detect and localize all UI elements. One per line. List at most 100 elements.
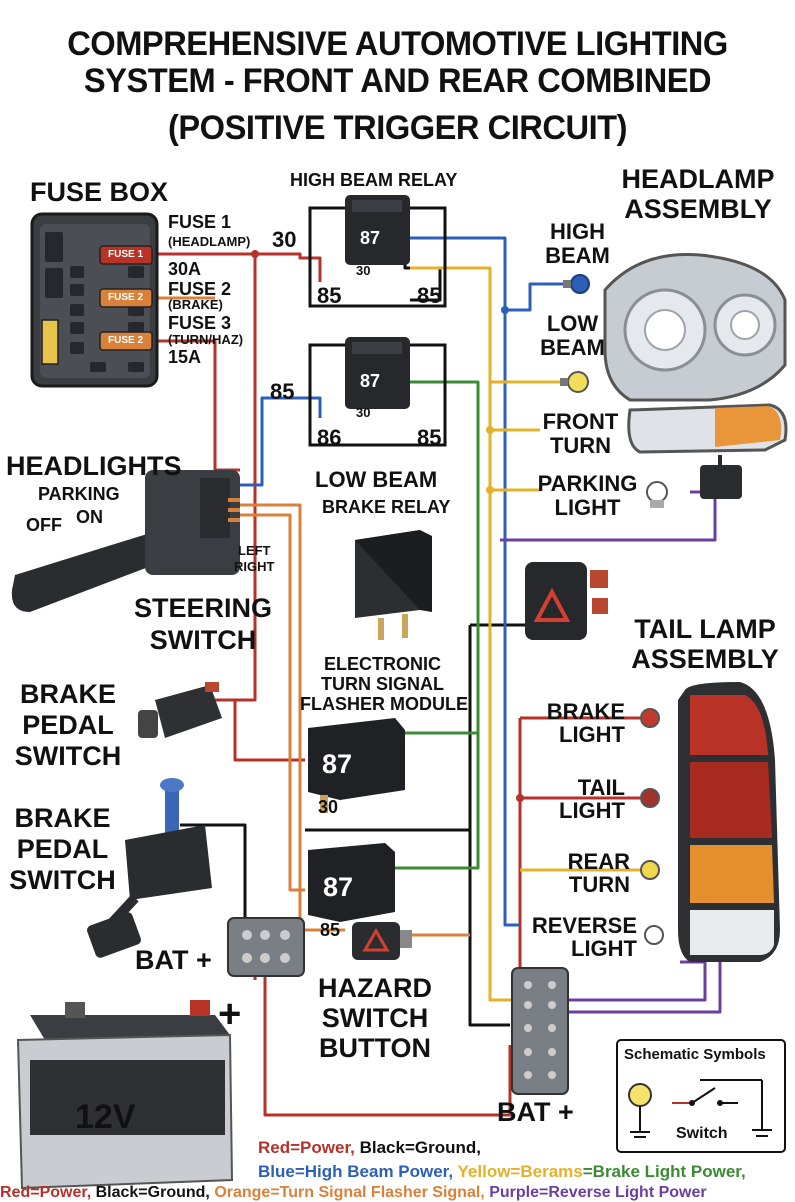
brake-pedal-switch-2-label-1: BRAKE [14, 803, 111, 833]
schematic-symbols-title: Schematic Symbols [624, 1046, 766, 1063]
flasher-pin-30: 30 [318, 797, 339, 817]
legend-line-3: Red=Power, Black=Ground, Orange=Turn Sig… [0, 1184, 795, 1202]
low-beam-label-2: BEAM [540, 335, 605, 360]
wire-yellow-1 [410, 266, 565, 384]
parking-position-label: PARKING [38, 484, 120, 504]
legend-green: =Brake Light Power, [582, 1162, 746, 1181]
flasher-pin-87: 87 [322, 749, 353, 779]
legend-black-2: Black=Ground, [95, 1184, 210, 1201]
title-line-3: (POSITIVE TRIGGER CIRCUIT) [167, 109, 627, 147]
flasher-label-2: TURN SIGNAL [321, 674, 444, 694]
bat-plus-block-right [511, 967, 569, 1095]
brake-relay-body [355, 530, 432, 640]
lower-relay-pin-85: 85 [320, 920, 341, 940]
tail-light-bulb [640, 788, 660, 808]
legend-orange: Orange=Turn Signal Flasher Signal, [214, 1184, 485, 1201]
hb-pin-87: 87 [360, 228, 381, 248]
bat-plus-block-left [227, 917, 305, 977]
junction-dot [501, 306, 509, 314]
battery-plus-sign: + [218, 992, 242, 1036]
fuse-2-name: FUSE 2 [168, 279, 232, 299]
schematic-symbols-box [616, 1039, 786, 1153]
wire-orange-2 [240, 513, 305, 892]
fuse-2-tag: FUSE 2 [108, 292, 144, 303]
wire-ground-2 [180, 823, 247, 930]
bat-plus-left-label: BAT + [135, 945, 212, 975]
lb-pin-85-top: 85 [270, 379, 295, 404]
headlamp-label-2: ASSEMBLY [624, 194, 772, 224]
fuse-3-sub: (TURN/HAZ) [168, 332, 244, 347]
wire-purple-2 [560, 960, 707, 1002]
reverse-light-label-2: LIGHT [571, 936, 637, 961]
reverse-light-bulb [644, 925, 664, 945]
parking-light-label-2: LIGHT [554, 495, 621, 520]
legend-line-2: Blue=High Beam Power, Yellow=Berams=Brak… [258, 1162, 746, 1182]
junction-dot [486, 426, 494, 434]
wire-high-beam-down [503, 310, 520, 927]
front-turn-label-1: FRONT [542, 409, 619, 434]
steering-switch-label-1: STEERING [133, 593, 273, 623]
low-beam-label: LOW BEAM [315, 467, 438, 492]
legend-red: Red=Power, [258, 1138, 355, 1157]
fuse-1-tag: FUSE 1 [108, 249, 144, 260]
bat-plus-right-label: BAT + [497, 1097, 574, 1127]
brake-pedal-switch-1-label-1: BRAKE [19, 679, 116, 709]
high-beam-label-1: HIGH [550, 219, 605, 244]
battery [16, 1000, 234, 1190]
front-turn-label-2: TURN [549, 433, 612, 458]
rear-turn-bulb [640, 860, 660, 880]
tail-lamp-label-1: TAIL LAMP [634, 614, 776, 644]
brake-pedal-switch-2 [87, 778, 212, 958]
parking-light-bulb [646, 481, 668, 508]
wire-orange-1 [240, 503, 345, 932]
wire-yellow-2 [488, 382, 520, 1002]
title-line-2: SYSTEM - FRONT AND REAR COMBINED [83, 62, 712, 100]
hb-pin-30-small: 30 [356, 263, 371, 278]
lower-relay-pin-87: 87 [323, 872, 354, 902]
legend-purple: Purple=Reverse Light Power [489, 1184, 707, 1201]
brake-pedal-switch-1-label-2: PEDAL [22, 710, 114, 740]
brake-pedal-switch-2-label-2: PEDAL [16, 834, 109, 864]
fuse-box-label: FUSE BOX [30, 177, 169, 207]
on-position-label: ON [76, 507, 103, 527]
legend-red-2: Red=Power, [0, 1184, 92, 1201]
flasher-label-3: FLASHER MODULE [300, 694, 468, 714]
hazard-label-2: SWITCH [321, 1003, 429, 1033]
tail-lamp-assembly [678, 682, 780, 962]
brake-light-label-2: LIGHT [559, 722, 625, 747]
wire-power-brake-pedal [215, 698, 305, 762]
hb-pin-85-right: 85 [417, 283, 442, 308]
brake-pedal-switch-2-label-3: SWITCH [9, 865, 116, 895]
wire-ground-3 [468, 625, 510, 1027]
brake-relay-label: BRAKE RELAY [322, 497, 451, 517]
wire-high-beam [410, 236, 565, 312]
hazard-switch-large [525, 562, 608, 640]
legend-black: Black=Ground, [359, 1138, 481, 1157]
headlamp-label-1: HEADLAMP [621, 164, 775, 194]
junction-dot [251, 250, 259, 258]
hb-pin-30: 30 [272, 227, 297, 252]
hazard-label-3: BUTTON [319, 1033, 431, 1063]
lb-pin-86: 86 [317, 425, 342, 450]
tail-lamp-label-2: ASSEMBLY [631, 644, 779, 674]
junction-dot [486, 486, 494, 494]
low-beam-label-1: LOW [546, 311, 599, 336]
junction-dot [516, 794, 524, 802]
low-beam-bulb [560, 371, 589, 393]
rear-turn-label-2: TURN [568, 872, 630, 897]
fuse-1-amp: 30A [168, 259, 202, 279]
flasher-relay-body [308, 718, 405, 813]
lb-pin-30-small: 30 [356, 405, 371, 420]
high-beam-relay-label: HIGH BEAM RELAY [290, 170, 458, 190]
legend-line-1: Red=Power, Black=Ground, [258, 1138, 481, 1158]
tail-light-label-2: LIGHT [559, 798, 625, 823]
reverse-light-label-1: REVERSE [531, 913, 637, 938]
fuse-2-sub: (BRAKE) [168, 297, 223, 312]
fuse-1-name: FUSE 1 [168, 212, 232, 232]
wire-power-battery [263, 968, 512, 1117]
fuse-1-sub: (HEADLAMP) [168, 234, 251, 249]
fuse-3-name: FUSE 3 [168, 313, 232, 333]
low-beam-relay-body [345, 337, 410, 409]
wire-purple-3 [560, 940, 722, 1014]
